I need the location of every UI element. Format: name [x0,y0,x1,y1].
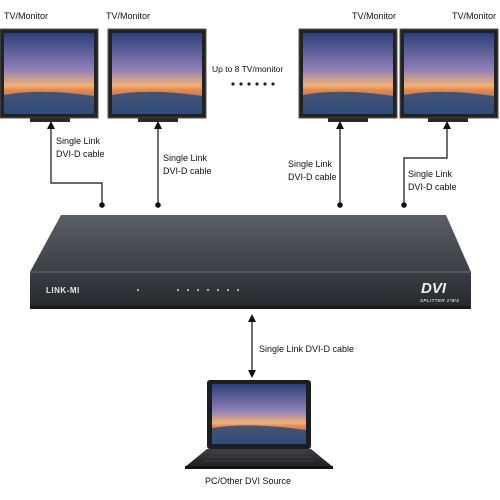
cable-label-4-line1: Single Link [408,169,453,179]
led-indicators [137,289,239,291]
dvi-logo: DVI [421,280,447,297]
laptop [185,380,333,469]
cable-label-3-line2: DVI-D cable [288,172,337,182]
tv-monitor-2 [107,28,207,122]
tv-monitor-label-3: TV/Monitor [352,11,397,21]
cable-label-1-line1: Single Link [56,136,101,146]
tv-monitor-1 [0,28,99,122]
cable-label-3: Single Link DVI-D cable [288,158,337,184]
tv-monitor-label-2: TV/Monitor [106,11,151,21]
cable-label-4: Single Link DVI-D cable [408,168,457,194]
source-cable-label: Single Link DVI-D cable [259,344,355,354]
cable-arrows [50,128,448,373]
tv-monitor-4 [399,28,499,122]
dvi-splitter [30,215,471,309]
splitter-subtext: SPLITTER 1*8/4 [420,298,460,303]
tv-monitor-label-4: TV/Monitor [452,11,497,21]
arrow-heads [47,121,451,378]
tv-monitor-label-1: TV/Monitor [4,11,49,21]
source-label: PC/Other DVI Source [205,476,292,486]
tv-monitor-3 [298,28,398,122]
cable-label-1: Single Link DVI-D cable [56,135,105,161]
cable-label-2-line1: Single Link [163,153,208,163]
cable-label-1-line2: DVI-D cable [56,149,105,159]
up-to-8-label: Up to 8 TV/monitor [212,64,284,74]
cable-label-3-line1: Single Link [288,159,333,169]
cable-label-2-line2: DVI-D cable [163,166,212,176]
ellipsis-dots [231,82,275,86]
brand-logo: LINK-MI [46,286,80,295]
cable-label-4-line2: DVI-D cable [408,182,457,192]
cable-label-2: Single Link DVI-D cable [163,152,212,178]
